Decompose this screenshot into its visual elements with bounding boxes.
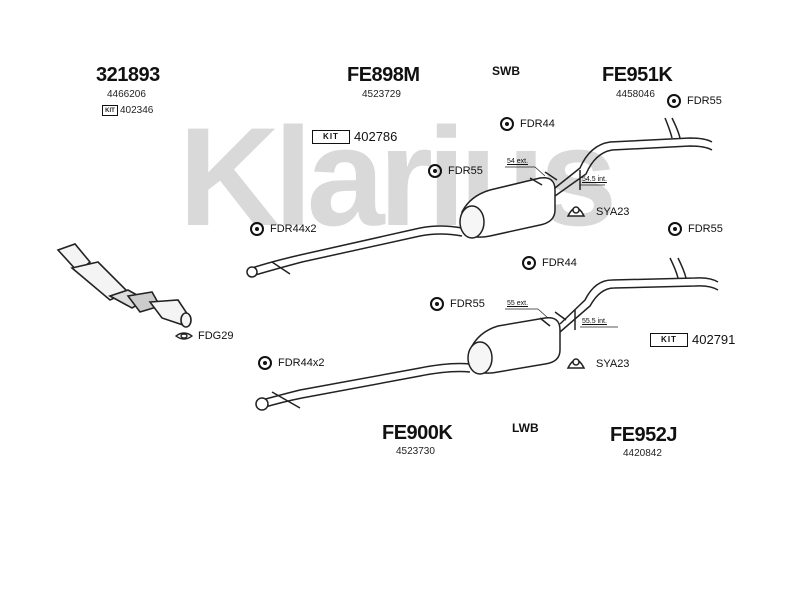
fdr55-mid-left: FDR55 bbox=[428, 164, 483, 178]
mounting-rubber-icon bbox=[428, 164, 442, 178]
fe952j-number: 4420842 bbox=[623, 448, 662, 459]
fe898m-number: 4523729 bbox=[362, 89, 401, 100]
fdr44x2-top: FDR44x2 bbox=[250, 222, 316, 236]
sya23-bottom: SYA23 bbox=[596, 358, 629, 370]
mounting-rubber-icon bbox=[430, 297, 444, 311]
fe952j-code: FE952J bbox=[610, 424, 678, 446]
fdr44-top-label: FDR44 bbox=[520, 118, 555, 130]
mounting-rubber-icon bbox=[667, 94, 681, 108]
fdg29-label: FDG29 bbox=[198, 330, 234, 342]
kit-top-number: 402786 bbox=[354, 129, 398, 144]
sya23-top: SYA23 bbox=[596, 206, 629, 218]
fdr44x2-bottom: FDR44x2 bbox=[258, 356, 324, 370]
fdr44x2-bottom-label: FDR44x2 bbox=[278, 357, 325, 369]
fe898m-code: FE898M bbox=[347, 64, 420, 86]
fe951k-code: FE951K bbox=[602, 64, 673, 86]
dim-bottom-ext: 55 ext. bbox=[507, 300, 529, 307]
mounting-rubber-icon bbox=[668, 222, 682, 236]
fdg29: FDG29 bbox=[198, 330, 233, 342]
kit-bottom-number: 402791 bbox=[692, 332, 736, 347]
kit-top-icon: KIT bbox=[312, 129, 350, 144]
dim-top-ext: 54 ext. bbox=[507, 158, 529, 165]
fdr55-mid-left-label: FDR55 bbox=[448, 165, 483, 177]
sya23-top-label: SYA23 bbox=[596, 206, 630, 218]
lwb-exhaust bbox=[255, 257, 719, 411]
kit-bottom: KIT 402791 bbox=[650, 332, 735, 347]
fdr44-top: FDR44 bbox=[500, 117, 555, 131]
cat-part-code: 321893 bbox=[96, 64, 160, 86]
fdr55-low-left: FDR55 bbox=[430, 297, 485, 311]
fdr44-mid: FDR44 bbox=[522, 256, 577, 270]
swb-label: SWB bbox=[492, 64, 520, 78]
fe951k-number: 4458046 bbox=[616, 89, 655, 100]
fdr55-low-left-label: FDR55 bbox=[450, 298, 485, 310]
fdr55-mid-right-label: FDR55 bbox=[688, 223, 723, 235]
mounting-rubber-icon bbox=[250, 222, 264, 236]
fdr55-top-right: FDR55 bbox=[667, 94, 722, 108]
fdr44-mid-label: FDR44 bbox=[542, 257, 577, 269]
cat-part-number: 4466206 bbox=[107, 89, 146, 100]
cat-kit: KIT 402346 bbox=[102, 105, 153, 116]
mounting-rubber-icon bbox=[522, 256, 536, 270]
swb-exhaust bbox=[246, 117, 713, 278]
sya23-clamp-shapes bbox=[566, 206, 586, 369]
kit-icon: KIT bbox=[102, 105, 118, 116]
fdr55-top-right-label: FDR55 bbox=[687, 95, 722, 107]
catalytic-converter bbox=[56, 243, 192, 328]
fdr44x2-top-label: FDR44x2 bbox=[270, 223, 317, 235]
cat-kit-number: 402346 bbox=[120, 105, 154, 116]
mounting-rubber-icon bbox=[500, 117, 514, 131]
lwb-label: LWB bbox=[512, 421, 539, 435]
sya23-bottom-label: SYA23 bbox=[596, 358, 630, 370]
dim-bottom-int: 55.5 int. bbox=[582, 318, 607, 325]
kit-bottom-icon: KIT bbox=[650, 332, 688, 347]
fe900k-number: 4523730 bbox=[396, 446, 435, 457]
dimension-leaders bbox=[505, 166, 618, 328]
fdr55-mid-right: FDR55 bbox=[668, 222, 723, 236]
kit-top: KIT 402786 bbox=[312, 129, 397, 144]
fe900k-code: FE900K bbox=[382, 422, 453, 444]
mounting-rubber-icon bbox=[258, 356, 272, 370]
dim-top-int: 54.5 int. bbox=[582, 176, 607, 183]
fdg29-gasket-shape bbox=[174, 332, 194, 340]
